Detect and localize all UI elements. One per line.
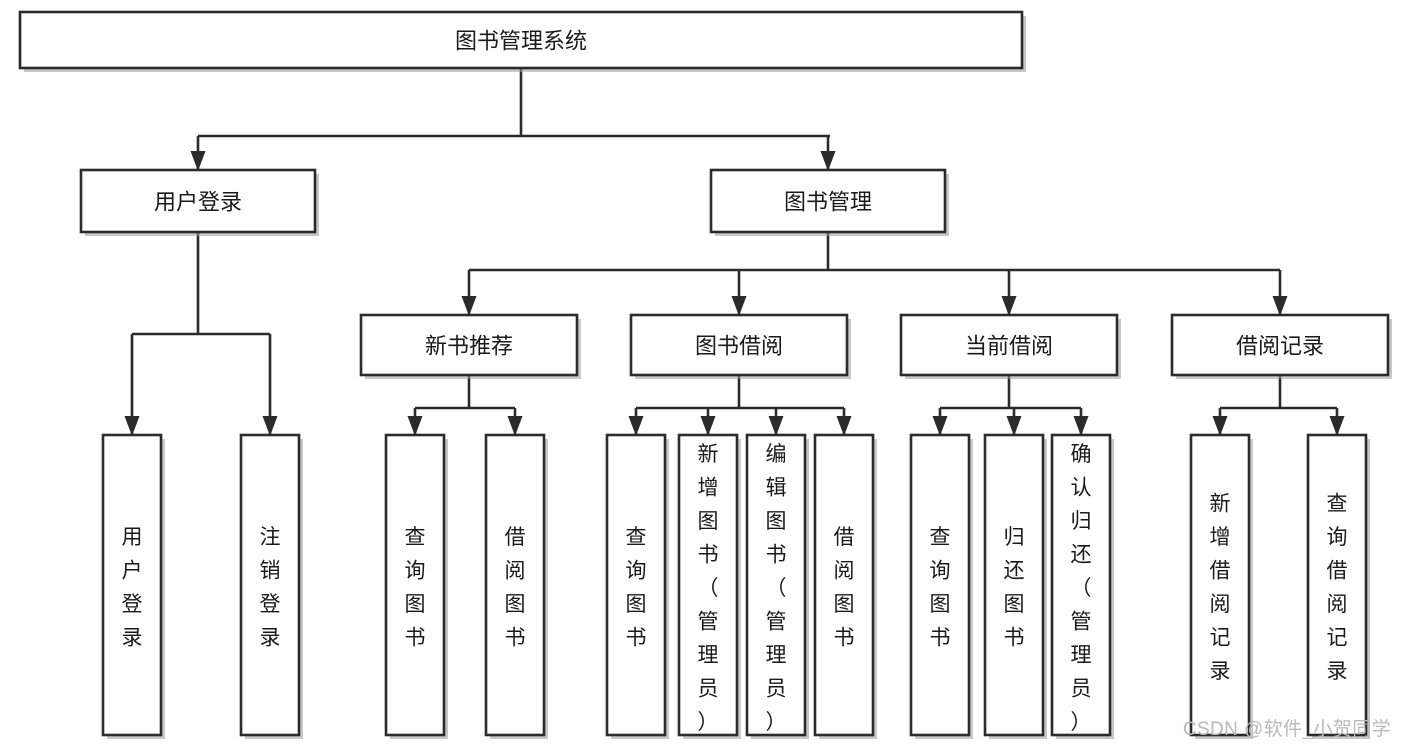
record-bus-arrow-0 — [1212, 416, 1228, 436]
node-label: 当前借阅 — [965, 334, 1053, 359]
borrow-bus-arrow-0 — [628, 416, 644, 436]
box-outline[interactable] — [677, 433, 739, 737]
node-label: 用户登录 — [122, 526, 143, 650]
connector-layer — [124, 68, 1345, 436]
box-outline[interactable] — [605, 433, 667, 737]
leaf-node-12[interactable]: 新增借阅记录 — [1189, 433, 1253, 739]
box-outline[interactable] — [709, 168, 947, 234]
box-outline[interactable] — [1170, 313, 1390, 377]
book-mgmt-bus-arrow-0 — [461, 296, 477, 316]
leaf-node-9[interactable]: 查询图书 — [909, 433, 973, 739]
node-label: 编辑图书（管理员） — [766, 443, 787, 734]
node-label: 查询借阅记录 — [1327, 493, 1348, 684]
root-bus-arrow-0 — [190, 151, 206, 171]
node-label: 借阅图书 — [505, 526, 526, 650]
box-outline[interactable] — [79, 168, 317, 234]
node-label: 图书管理系统 — [455, 29, 587, 54]
borrow-bus-arrow-2 — [768, 416, 784, 436]
box-outline[interactable] — [899, 313, 1119, 377]
box-outline[interactable] — [909, 433, 971, 737]
box-outline[interactable] — [18, 10, 1024, 70]
current-bus-arrow-1 — [1006, 416, 1022, 436]
leaf-node-4[interactable]: 借阅图书 — [484, 433, 548, 739]
current-bus-arrow-2 — [1073, 416, 1089, 436]
leaf-node-11[interactable]: 确认归还（管理员） — [1050, 433, 1114, 739]
node-label: 确认归还（管理员） — [1071, 443, 1092, 734]
root-node-1[interactable]: 图书管理系统 — [18, 10, 1026, 72]
node-label: 注销登录 — [260, 526, 281, 650]
borrow-bus-arrow-3 — [836, 416, 852, 436]
node-layer: 图书管理系统用户登录图书管理新书推荐图书借阅当前借阅借阅记录用户登录注销登录查询… — [18, 10, 1392, 739]
leaf-node-6[interactable]: 新增图书（管理员） — [677, 433, 741, 739]
root-bus-arrow-1 — [820, 151, 836, 171]
node-label: 新书推荐 — [425, 334, 513, 359]
box-outline[interactable] — [1189, 433, 1251, 737]
box-outline[interactable] — [1306, 433, 1368, 737]
box-outline[interactable] — [484, 433, 546, 737]
box-outline[interactable] — [745, 433, 807, 737]
new-book-bus-arrow-1 — [507, 416, 523, 436]
node-label: 借阅图书 — [834, 526, 855, 650]
leaf-node-13[interactable]: 查询借阅记录 — [1306, 433, 1370, 739]
level3-node-3[interactable]: 当前借阅 — [899, 313, 1121, 379]
box-outline[interactable] — [1050, 433, 1112, 737]
level3-node-2[interactable]: 图书借阅 — [629, 313, 851, 379]
leaf-node-1[interactable]: 用户登录 — [101, 433, 165, 739]
node-label: 查询图书 — [626, 526, 647, 650]
leaf-node-7[interactable]: 编辑图书（管理员） — [745, 433, 809, 739]
record-bus-arrow-1 — [1329, 416, 1345, 436]
book-mgmt-bus-arrow-1 — [731, 296, 747, 316]
user-login-bus-arrow-1 — [262, 416, 278, 436]
current-bus-arrow-0 — [932, 416, 948, 436]
node-label: 查询图书 — [930, 526, 951, 650]
borrow-bus-arrow-1 — [700, 416, 716, 436]
node-label: 查询图书 — [405, 526, 426, 650]
level2-node-1[interactable]: 用户登录 — [79, 168, 319, 236]
box-outline[interactable] — [101, 433, 163, 737]
node-label: 新增借阅记录 — [1210, 493, 1231, 684]
box-outline[interactable] — [359, 313, 579, 377]
node-label: 图书借阅 — [695, 334, 783, 359]
box-outline[interactable] — [983, 433, 1045, 737]
leaf-node-2[interactable]: 注销登录 — [239, 433, 303, 739]
box-outline[interactable] — [239, 433, 301, 737]
node-label: 新增图书（管理员） — [698, 443, 719, 734]
box-outline[interactable] — [384, 433, 446, 737]
level3-node-4[interactable]: 借阅记录 — [1170, 313, 1392, 379]
leaf-node-10[interactable]: 归还图书 — [983, 433, 1047, 739]
level3-node-1[interactable]: 新书推荐 — [359, 313, 581, 379]
level2-node-2[interactable]: 图书管理 — [709, 168, 949, 236]
new-book-bus-arrow-0 — [407, 416, 423, 436]
box-outline[interactable] — [813, 433, 875, 737]
node-label: 图书管理 — [784, 190, 872, 215]
node-label: 借阅记录 — [1236, 334, 1324, 359]
leaf-node-8[interactable]: 借阅图书 — [813, 433, 877, 739]
book-mgmt-bus-arrow-3 — [1272, 296, 1288, 316]
node-label: 归还图书 — [1004, 526, 1025, 650]
leaf-node-3[interactable]: 查询图书 — [384, 433, 448, 739]
user-login-bus-arrow-0 — [124, 416, 140, 436]
leaf-node-5[interactable]: 查询图书 — [605, 433, 669, 739]
box-outline[interactable] — [629, 313, 849, 377]
book-mgmt-bus-arrow-2 — [1001, 296, 1017, 316]
node-label: 用户登录 — [154, 190, 242, 215]
